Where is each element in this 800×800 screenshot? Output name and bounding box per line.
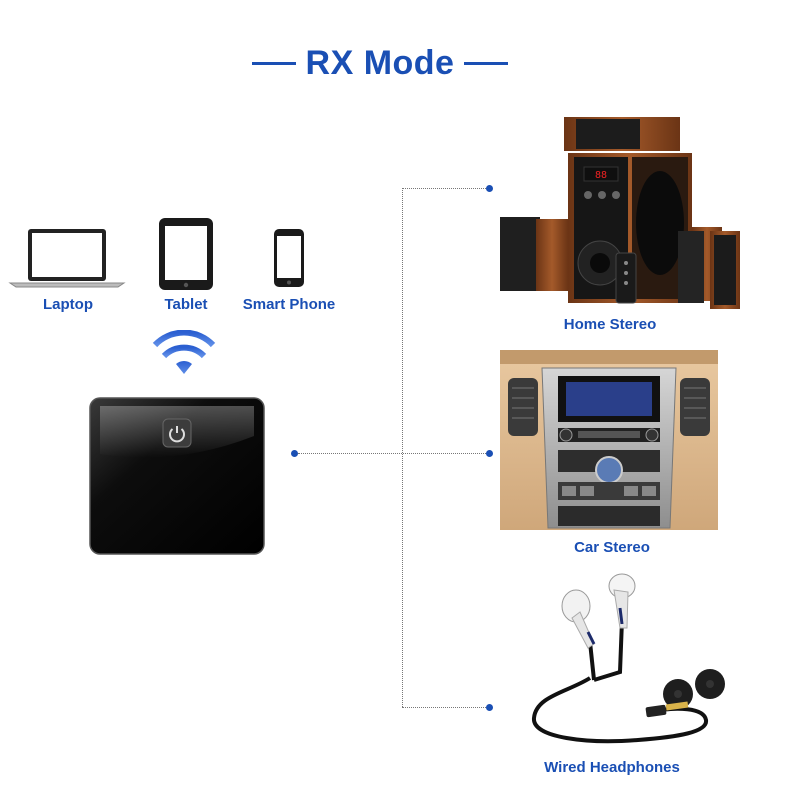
title-bar: RX Mode — [0, 38, 760, 88]
source-label-smartphone: Smart Phone — [242, 296, 336, 313]
power-button[interactable] — [162, 418, 192, 448]
connector-dot-receiver — [291, 450, 298, 457]
tablet-icon — [156, 216, 216, 292]
connector-dot-home — [486, 185, 493, 192]
svg-text:88: 88 — [595, 170, 607, 181]
laptop-icon — [8, 225, 126, 289]
title-line-right — [464, 61, 509, 65]
title-line-left — [251, 61, 296, 65]
smartphone-icon — [272, 228, 306, 288]
page-title: RX Mode — [305, 43, 455, 82]
source-label-laptop: Laptop — [43, 296, 93, 313]
car-stereo-image — [500, 350, 718, 530]
connector-dot-headphones — [486, 704, 493, 711]
connector-line-home — [402, 188, 488, 189]
output-label-car-stereo: Car Stereo — [574, 539, 650, 556]
power-icon — [162, 418, 192, 448]
wired-headphones-image — [528, 572, 740, 752]
connector-trunk — [402, 188, 403, 707]
output-label-home-stereo: Home Stereo — [563, 316, 657, 333]
home-stereo-image: 88 — [496, 115, 742, 311]
output-label-wired-headphones: Wired Headphones — [544, 759, 680, 776]
wireless-signal-icon — [150, 329, 218, 378]
connector-line-headphones — [402, 707, 488, 708]
connector-line-receiver — [298, 453, 488, 454]
connector-dot-car — [486, 450, 493, 457]
receiver-device — [88, 396, 266, 556]
source-label-tablet: Tablet — [164, 296, 208, 313]
